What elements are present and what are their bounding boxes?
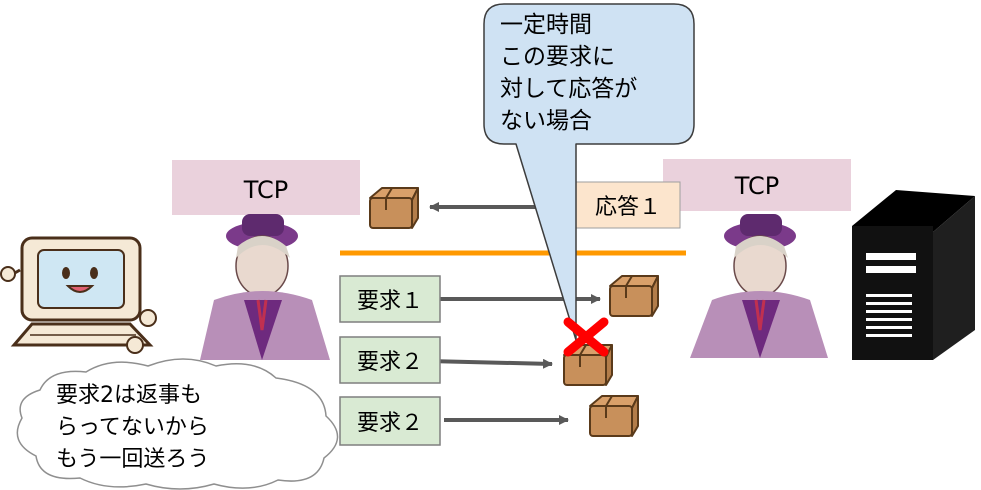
request-1-label: 要求１ (357, 289, 423, 314)
computer-mascot-icon (0, 236, 157, 354)
thought-line-3: もう一回送ろう (56, 447, 209, 472)
response-1-box (575, 181, 681, 229)
request-2-resend-box (339, 396, 441, 446)
tcp-left-label: TCP (243, 176, 288, 204)
character-left (200, 214, 330, 360)
package-icon-request-2-resend (589, 395, 639, 437)
callout-line-3: 対して応答が (500, 76, 637, 102)
callout-line-4: ない場合 (500, 108, 592, 134)
callout-bubble: 一定時間 この要求に 対して応答が ない場合 (483, 3, 695, 341)
package-icon-response (369, 187, 419, 229)
request-2-resend-label: 要求２ (357, 411, 423, 436)
package-icon-request-1 (609, 275, 659, 317)
request-1-box (339, 275, 441, 323)
request-2-label: 要求２ (357, 350, 423, 375)
server-tower-icon (852, 190, 975, 360)
request-2-box (339, 336, 441, 384)
thought-cloud: 要求2は返事も らってないから もう一回送ろう (16, 358, 339, 490)
thought-line-1: 要求2は返事も (56, 383, 202, 408)
callout-line-2: この要求に (500, 44, 615, 70)
thought-line-2: らってないから (56, 415, 209, 440)
cross-mark-icon (563, 317, 609, 357)
tcp-right-label: TCP (734, 172, 779, 200)
response-1-label: 応答１ (595, 195, 661, 220)
callout-line-1: 一定時間 (500, 12, 592, 38)
tcp-left-box (172, 160, 360, 215)
tcp-right-box (663, 159, 851, 211)
request-2-arrow (427, 358, 553, 369)
character-right (690, 214, 828, 358)
